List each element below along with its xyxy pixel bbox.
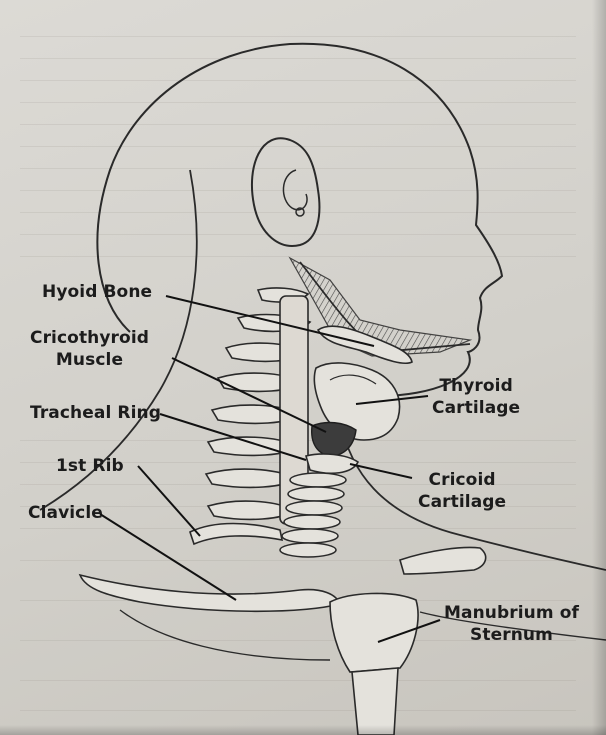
label-hyoid-bone: Hyoid Bone: [42, 281, 152, 303]
label-clavicle: Clavicle: [28, 502, 103, 524]
label-first-rib: 1st Rib: [56, 455, 124, 477]
page-edge-shadow: [592, 0, 606, 735]
page-bottom-shadow: [0, 725, 606, 735]
label-tracheal-ring: Tracheal Ring: [30, 402, 161, 424]
clavicle-left: [80, 575, 340, 611]
clavicle-right: [400, 548, 486, 575]
cervical-spine: [206, 288, 310, 524]
label-cricothyroid-muscle: Cricothyroid Muscle: [30, 327, 149, 371]
label-thyroid-cartilage: Thyroid Cartilage: [432, 375, 520, 419]
first-rib: [190, 524, 282, 545]
ear-icon: [252, 138, 319, 246]
label-manubrium-of-sternum: Manubrium of Sternum: [444, 602, 579, 646]
label-cricoid-cartilage: Cricoid Cartilage: [418, 469, 506, 513]
